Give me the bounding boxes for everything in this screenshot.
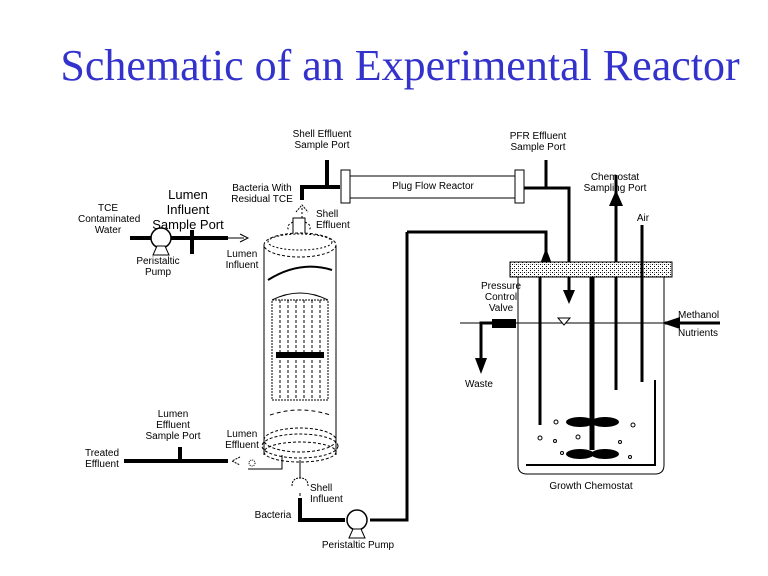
label-treated-effluent: Treated Effluent bbox=[84, 448, 120, 470]
hollow-fiber-reactor bbox=[261, 217, 339, 463]
label-nutrients: Nutrients bbox=[678, 328, 719, 339]
slide-title: Schematic of an Experimental Reactor bbox=[60, 41, 740, 90]
effluent-line bbox=[124, 447, 283, 470]
shell-effluent-line bbox=[295, 160, 340, 218]
label-bacteria-residual-tce: Bacteria With Residual TCE bbox=[231, 183, 293, 205]
label-pfr-effluent-sample-port: PFR Effluent Sample Port bbox=[509, 131, 567, 153]
label-peristaltic-pump-top: Peristaltic Pump bbox=[136, 256, 180, 278]
label-growth-chemostat: Growth Chemostat bbox=[549, 481, 633, 492]
label-shell-influent: Shell Influent bbox=[310, 483, 343, 505]
recycle-line bbox=[298, 230, 552, 522]
plug-flow-reactor bbox=[340, 160, 571, 290]
peristaltic-pump-bottom-icon bbox=[346, 509, 368, 539]
peristaltic-pump-top-icon bbox=[150, 227, 172, 256]
label-shell-effluent: Shell Effluent bbox=[316, 209, 350, 231]
label-waste: Waste bbox=[465, 379, 493, 390]
label-lumen-influent-sample-port: Lumen Influent Sample Port bbox=[152, 187, 224, 232]
label-air: Air bbox=[636, 213, 650, 224]
pressure-control-valve bbox=[475, 319, 518, 374]
label-pressure-control-valve: Pressure Control Valve bbox=[480, 281, 521, 314]
influent-line bbox=[130, 230, 250, 254]
label-plug-flow-reactor: Plug Flow Reactor bbox=[392, 181, 474, 192]
label-peristaltic-pump-bottom: Peristaltic Pump bbox=[321, 540, 395, 551]
shell-influent-connector bbox=[291, 460, 309, 487]
growth-chemostat bbox=[460, 175, 720, 475]
label-tce-water: TCE Contaminated Water bbox=[78, 203, 141, 236]
label-lumen-influent: Lumen Influent bbox=[225, 249, 259, 271]
label-chemostat-sampling-port: Chemostat Sampling Port bbox=[583, 172, 647, 194]
label-methanol: Methanol bbox=[678, 310, 720, 321]
label-shell-effluent-sample-port: Shell Effluent Sample Port bbox=[292, 129, 352, 151]
label-bacteria: Bacteria bbox=[254, 510, 292, 521]
label-lumen-effluent-sample-port: Lumen Effluent Sample Port bbox=[145, 409, 201, 442]
label-lumen-effluent: Lumen Effluent bbox=[225, 429, 259, 451]
